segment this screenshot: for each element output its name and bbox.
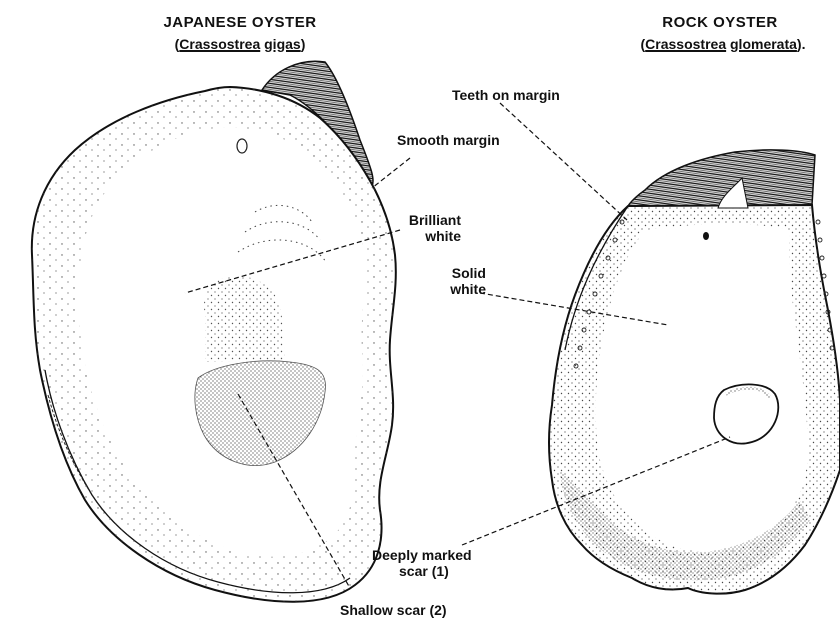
label-shallow-scar: Shallow scar (2) [340,602,447,618]
label-brilliant-line2: white [397,228,461,244]
paren-close: ). [797,36,806,52]
leader-teeth-on-margin [500,103,627,220]
rock-oyster-title: ROCK OYSTER [620,14,820,31]
genus-name: Crassostrea [645,36,726,52]
japanese-oyster-title: JAPANESE OYSTER [140,14,340,31]
label-solid-line2: white [436,281,486,297]
species-name: gigas [264,36,301,52]
species-name: glomerata [730,36,797,52]
label-deeply-marked-scar: Deeply marked scar (1) [372,547,472,579]
rock-oyster-scientific-name: (Crassostrea glomerata). [612,36,834,52]
rock-hinge [628,150,815,208]
label-brilliant-line1: Brilliant [397,212,461,228]
japanese-oyster-scientific-name: (Crassostrea gigas) [140,36,340,52]
label-brilliant-white: Brilliant white [397,212,461,244]
label-solid-line1: Solid [436,265,486,281]
label-deeply-line1: Deeply marked [372,547,472,563]
japanese-oyster-shell [32,61,396,602]
genus-name: Crassostrea [179,36,260,52]
label-deeply-line2: scar (1) [372,563,472,579]
label-solid-white: Solid white [436,265,486,297]
rock-oyster-shell [549,150,840,594]
paren-close: ) [301,36,306,52]
label-teeth-on-margin: Teeth on margin [452,87,560,103]
leader-smooth-margin [372,158,410,188]
label-smooth-margin: Smooth margin [397,132,500,148]
